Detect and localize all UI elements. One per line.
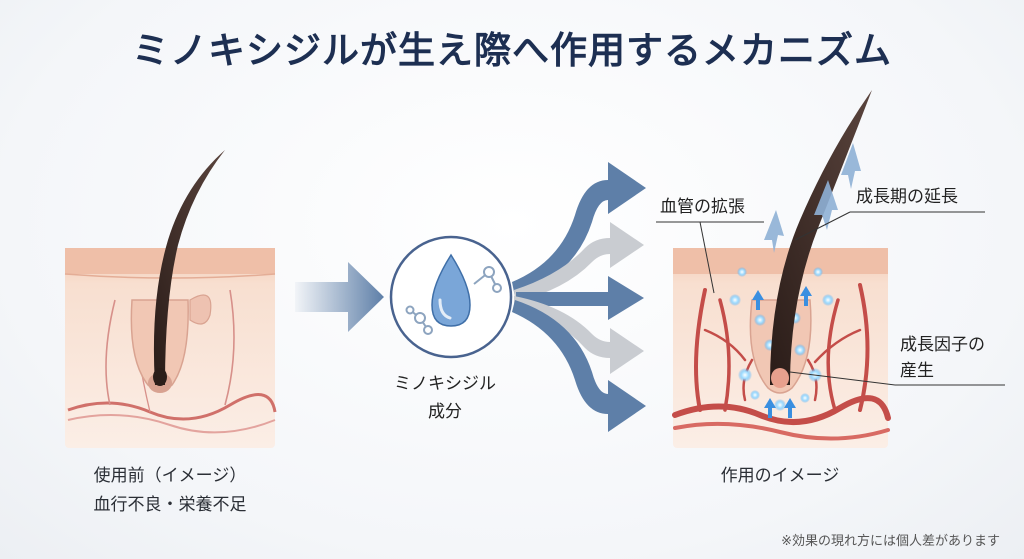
after-skin-illustration bbox=[672, 90, 891, 448]
footnote: ※効果の現れ方には個人差があります bbox=[781, 534, 1000, 549]
callout-vasodilation: 血管の拡張 bbox=[660, 197, 745, 217]
branching-arrows bbox=[512, 162, 646, 432]
callout-growth-factor: 成長因子の 産生 bbox=[900, 332, 985, 384]
callout-lines bbox=[656, 211, 1005, 386]
callout-growth-factor-line1: 成長因子の bbox=[900, 335, 985, 355]
before-caption: 使用前（イメージ） 血行不良・栄養不足 bbox=[55, 462, 285, 520]
before-skin-illustration bbox=[64, 150, 277, 448]
before-caption-line2: 血行不良・栄養不足 bbox=[93, 495, 247, 515]
callout-growth-factor-line2: 産生 bbox=[900, 361, 934, 381]
ingredient-label: ミノキシジル 成分 bbox=[370, 370, 520, 426]
callout-anagen: 成長期の延長 bbox=[856, 187, 958, 207]
ingredient-label-line2: 成分 bbox=[428, 402, 462, 422]
before-caption-line1: 使用前（イメージ） bbox=[93, 466, 247, 486]
minoxidil-icon bbox=[389, 235, 513, 359]
after-caption: 作用のイメージ bbox=[720, 466, 840, 486]
page-title: ミノキシジルが生え際へ作用するメカニズム bbox=[132, 29, 892, 72]
ingredient-label-line1: ミノキシジル bbox=[394, 374, 496, 394]
input-arrow bbox=[295, 262, 384, 332]
